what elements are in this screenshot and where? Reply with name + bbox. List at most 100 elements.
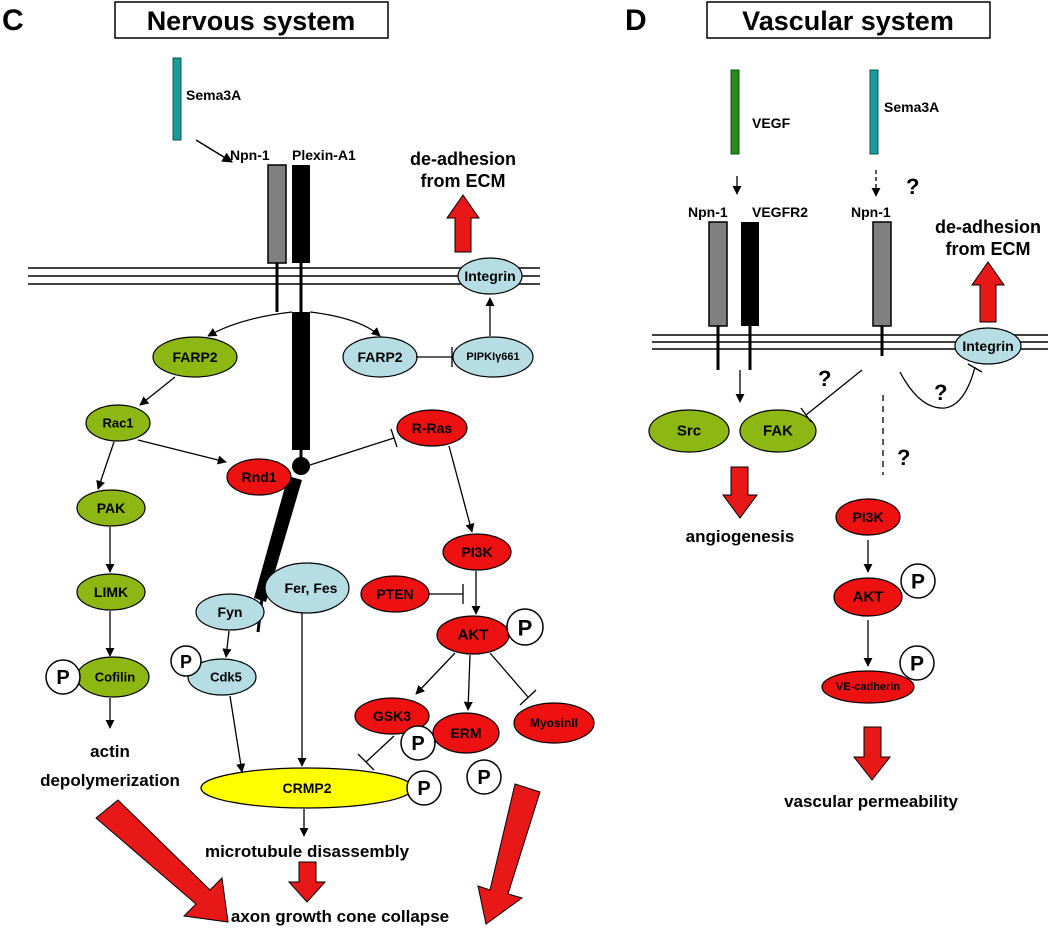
akt-d-phospho: P [900,563,936,599]
actin-red-arrow [95,799,229,923]
svg-text:P: P [911,571,925,594]
panel-c: C Nervous system Sema3A Npn-1 Plexin-A1 … [2,1,595,926]
microtubule-red-arrow [287,861,327,903]
deadhesion-d-line1: de-adhesion [935,217,1041,237]
panel-d-title-box [706,1,991,39]
limk-node: LIMK [76,573,146,611]
svg-text:VE-cadherin: VE-cadherin [836,681,900,693]
farp2-left-node: FARP2 [152,336,238,378]
actin-line2: depolymerization [40,771,180,790]
gsk3-node: GSK3 [354,697,430,735]
deadhesion-d-arrow [971,261,1005,323]
question-1: ? [906,174,919,199]
svg-text:FARP2: FARP2 [172,349,217,365]
rnd1-node: Rnd1 [226,458,292,496]
svg-text:AKT: AKT [853,589,884,606]
npn1-d-label: Npn-1 [688,204,728,220]
edges-d [735,363,983,667]
gsk3-phospho: P [400,725,436,761]
fak-node: FAK [739,409,817,453]
permeability-red-arrow [852,726,892,781]
sema3a-label: Sema3A [186,87,241,103]
svg-text:PI3K: PI3K [852,509,883,525]
npn1-d2-label: Npn-1 [851,204,891,220]
plexin-cytoplasmic-domain [292,312,310,450]
svg-text:Integrin: Integrin [962,338,1013,354]
npn1-d-receptor [708,221,728,327]
sema3a-d-label: Sema3A [884,99,939,115]
svg-text:GSK3: GSK3 [373,708,411,724]
svg-text:MyosinII: MyosinII [530,716,578,730]
src-node: Src [648,409,730,453]
akt-red-arrow [477,783,541,925]
cofilin-node: Cofilin [76,656,150,698]
svg-text:P: P [411,733,424,755]
npn1-label: Npn-1 [230,147,270,163]
panel-d-letter: D [625,4,647,37]
svg-text:Cofilin: Cofilin [95,670,135,685]
pi3k-c-node: PI3K [442,533,512,571]
svg-text:LIMK: LIMK [94,584,128,600]
svg-text:FARP2: FARP2 [357,349,402,365]
edges-c [96,297,537,837]
fer-fes-node: Fer, Fes [264,562,350,614]
deadhesion-c-line1: de-adhesion [410,149,516,169]
integrin-d-node: Integrin [954,327,1022,365]
edges-d-top [732,170,881,197]
question-3: ? [934,380,947,405]
plexin-a1-label: Plexin-A1 [292,147,356,163]
akt-d-node: AKT [833,577,903,617]
angiogenesis-red-arrow [722,466,758,519]
svg-text:Src: Src [677,423,701,440]
deadhesion-c-arrow [446,194,480,253]
svg-text:P: P [518,616,533,641]
svg-text:P: P [477,767,490,789]
pipki-node: PIPKIγ661 [452,336,534,378]
cdk5-phospho: P [170,645,202,677]
erm-node: ERM [432,712,500,754]
svg-text:CRMP2: CRMP2 [282,780,331,796]
svg-text:Rac1: Rac1 [102,416,133,431]
panel-c-title-box [114,1,389,39]
svg-text:PAK: PAK [97,500,126,516]
npn1-d2-receptor [872,221,892,327]
akt-c-phospho: P [506,608,544,646]
svg-text:ERM: ERM [450,725,481,741]
svg-text:PIPKIγ661: PIPKIγ661 [466,351,519,363]
angiogenesis-label: angiogenesis [686,527,795,546]
vegf-label: VEGF [752,115,791,131]
svg-text:Fyn: Fyn [218,604,243,620]
question-4: ? [897,445,910,470]
deadhesion-d-line2: from ECM [946,239,1031,259]
farp2-right-node: FARP2 [342,336,418,378]
svg-text:Rnd1: Rnd1 [242,469,277,485]
question-2: ? [818,366,831,391]
pi3k-d-node: PI3K [835,498,901,536]
pten-node: PTEN [360,575,430,613]
rac1-node: Rac1 [85,404,151,442]
microtubule-label: microtubule disassembly [205,842,410,861]
panel-c-title: Nervous system [147,6,356,36]
ve-cadherin-node: VE-cadherin [821,670,915,704]
actin-line1: actin [90,742,130,761]
cdk5-node: Cdk5 [187,658,257,696]
vegfr2-label: VEGFR2 [752,204,808,220]
svg-text:Fer, Fes: Fer, Fes [285,580,338,596]
svg-text:P: P [56,667,69,689]
svg-text:PTEN: PTEN [376,586,413,602]
npn1-receptor [267,164,287,264]
crmp2-phospho: P [406,770,442,806]
svg-text:AKT: AKT [458,627,489,644]
svg-text:Cdk5: Cdk5 [210,670,242,685]
svg-text:FAK: FAK [763,423,793,440]
ve-cadherin-phospho: P [899,645,935,681]
svg-text:P: P [180,652,192,672]
svg-text:R-Ras: R-Ras [412,420,453,436]
fyn-node: Fyn [195,593,265,631]
sema3a-ligand-bar [172,57,182,141]
panel-c-letter: C [2,4,24,37]
crmp2-node: CRMP2 [200,767,414,809]
deadhesion-c-line2: from ECM [421,171,506,191]
myosin-node: MyosinII [513,702,595,744]
